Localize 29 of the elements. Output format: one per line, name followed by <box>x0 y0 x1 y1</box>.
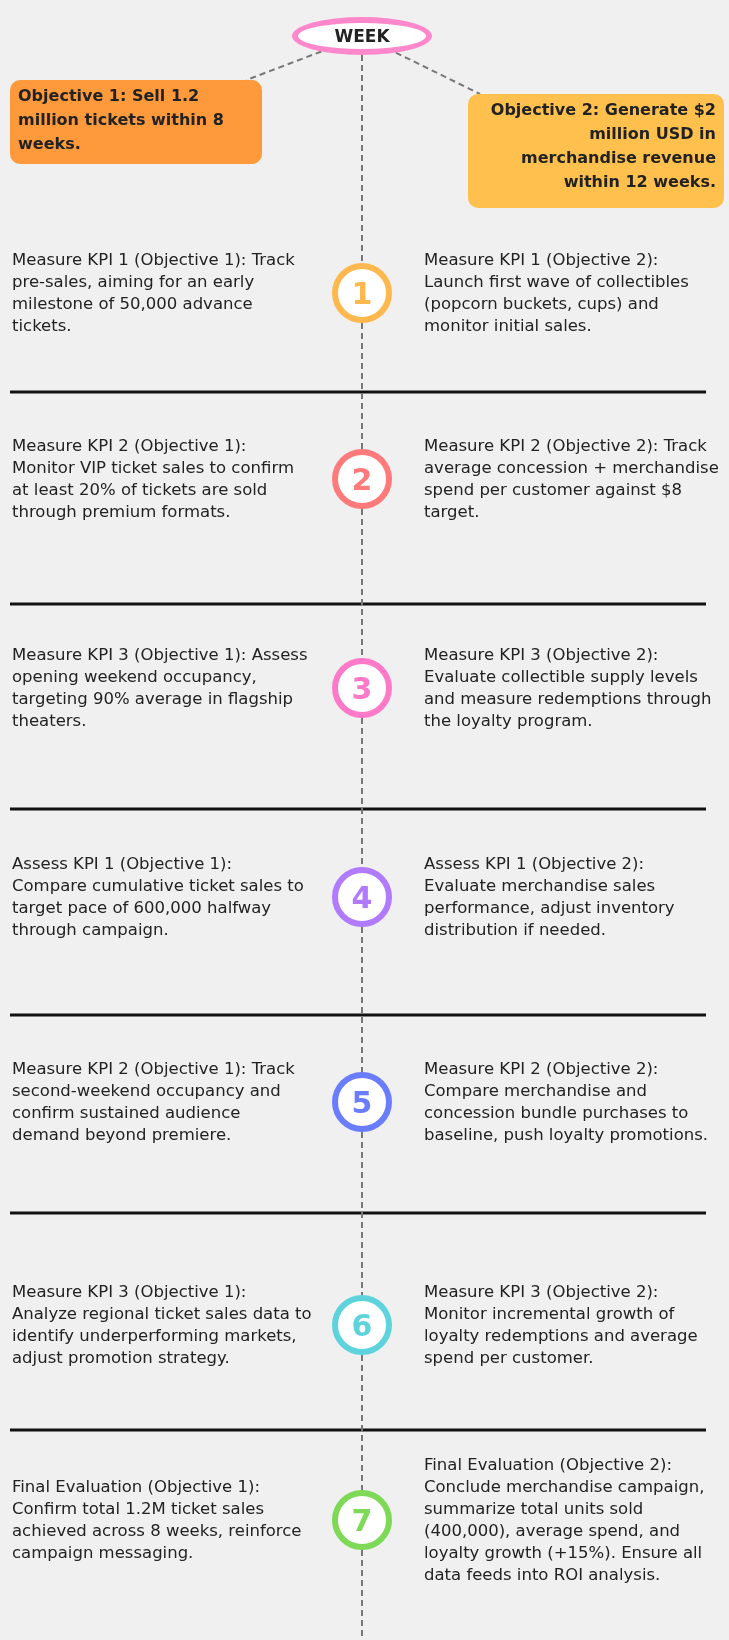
dashed-line <box>361 1354 363 1491</box>
objective-box: Objective 1: Sell 1.2 million tickets within 8 weeks. <box>10 80 262 164</box>
kpi-description: Assess KPI 1 (Objective 1): Compare cumulative ticket sales to target pace of 600,000 halfway through campaign. <box>12 853 305 941</box>
kpi-description: Final Evaluation (Objective 1): Confirm total 1.2M ticket sales achieved across 8 weeks, reinforce campaign messaging. <box>12 1476 303 1564</box>
week-number-circle: 2 <box>332 449 392 509</box>
kpi-description: Measure KPI 3 (Objective 1): Analyze regional ticket sales data to identify underperforming markets, adjust promotion strategy. <box>12 1281 312 1369</box>
kpi-description: Measure KPI 2 (Objective 2): Track average concession + merchandise spend per customer against $8 target. <box>424 435 720 523</box>
kpi-description: Final Evaluation (Objective 2): Conclude merchandise campaign, summarize total units sold (400,000), average spend, and loyalty growth (+15%). Ensure all data feeds into ROI analysis. <box>424 1454 706 1586</box>
dashed-line <box>361 1131 363 1296</box>
kpi-description: Assess KPI 1 (Objective 2): Evaluate merchandise sales performance, adjust inventory distribution if needed. <box>424 853 676 941</box>
objective-box: Objective 2: Generate $2 million USD in merchandise revenue within 12 weeks. <box>468 94 724 208</box>
kpi-description: Measure KPI 1 (Objective 1): Track pre-sales, aiming for an early milestone of 50,000 advance tickets. <box>12 249 296 337</box>
kpi-description: Measure KPI 2 (Objective 1): Monitor VIP ticket sales to confirm at least 20% of tickets are sold through premium formats. <box>12 435 295 523</box>
kpi-description: Measure KPI 1 (Objective 2): Launch first wave of collectibles (popcorn buckets, cups) and monitor initial sales. <box>424 249 690 337</box>
week-number-circle: 5 <box>332 1072 392 1132</box>
week-number-circle: 3 <box>332 658 392 718</box>
kpi-description: Measure KPI 2 (Objective 1): Track second-weekend occupancy and confirm sustained audience demand beyond premiere. <box>12 1058 296 1146</box>
kpi-description: Measure KPI 3 (Objective 2): Monitor incremental growth of loyalty redemptions and average spend per customer. <box>424 1281 699 1369</box>
week-number-circle: 7 <box>332 1490 392 1550</box>
week-number-circle: 6 <box>332 1295 392 1355</box>
dashed-line <box>361 926 363 1073</box>
week-number-circle: 4 <box>332 867 392 927</box>
week-number-circle: 1 <box>332 263 392 323</box>
kpi-description: Measure KPI 2 (Objective 2): Compare merchandise and concession bundle purchases to baseline, push loyalty promotions. <box>424 1058 710 1146</box>
dashed-line <box>361 322 363 450</box>
week-oval: WEEK <box>292 17 432 55</box>
dashed-line <box>361 54 363 264</box>
kpi-description: Measure KPI 3 (Objective 1): Assess opening weekend occupancy, targeting 90% average in flagship theaters. <box>12 644 309 732</box>
kpi-description: Measure KPI 3 (Objective 2): Evaluate collectible supply levels and measure redemptions through the loyalty program. <box>424 644 713 732</box>
